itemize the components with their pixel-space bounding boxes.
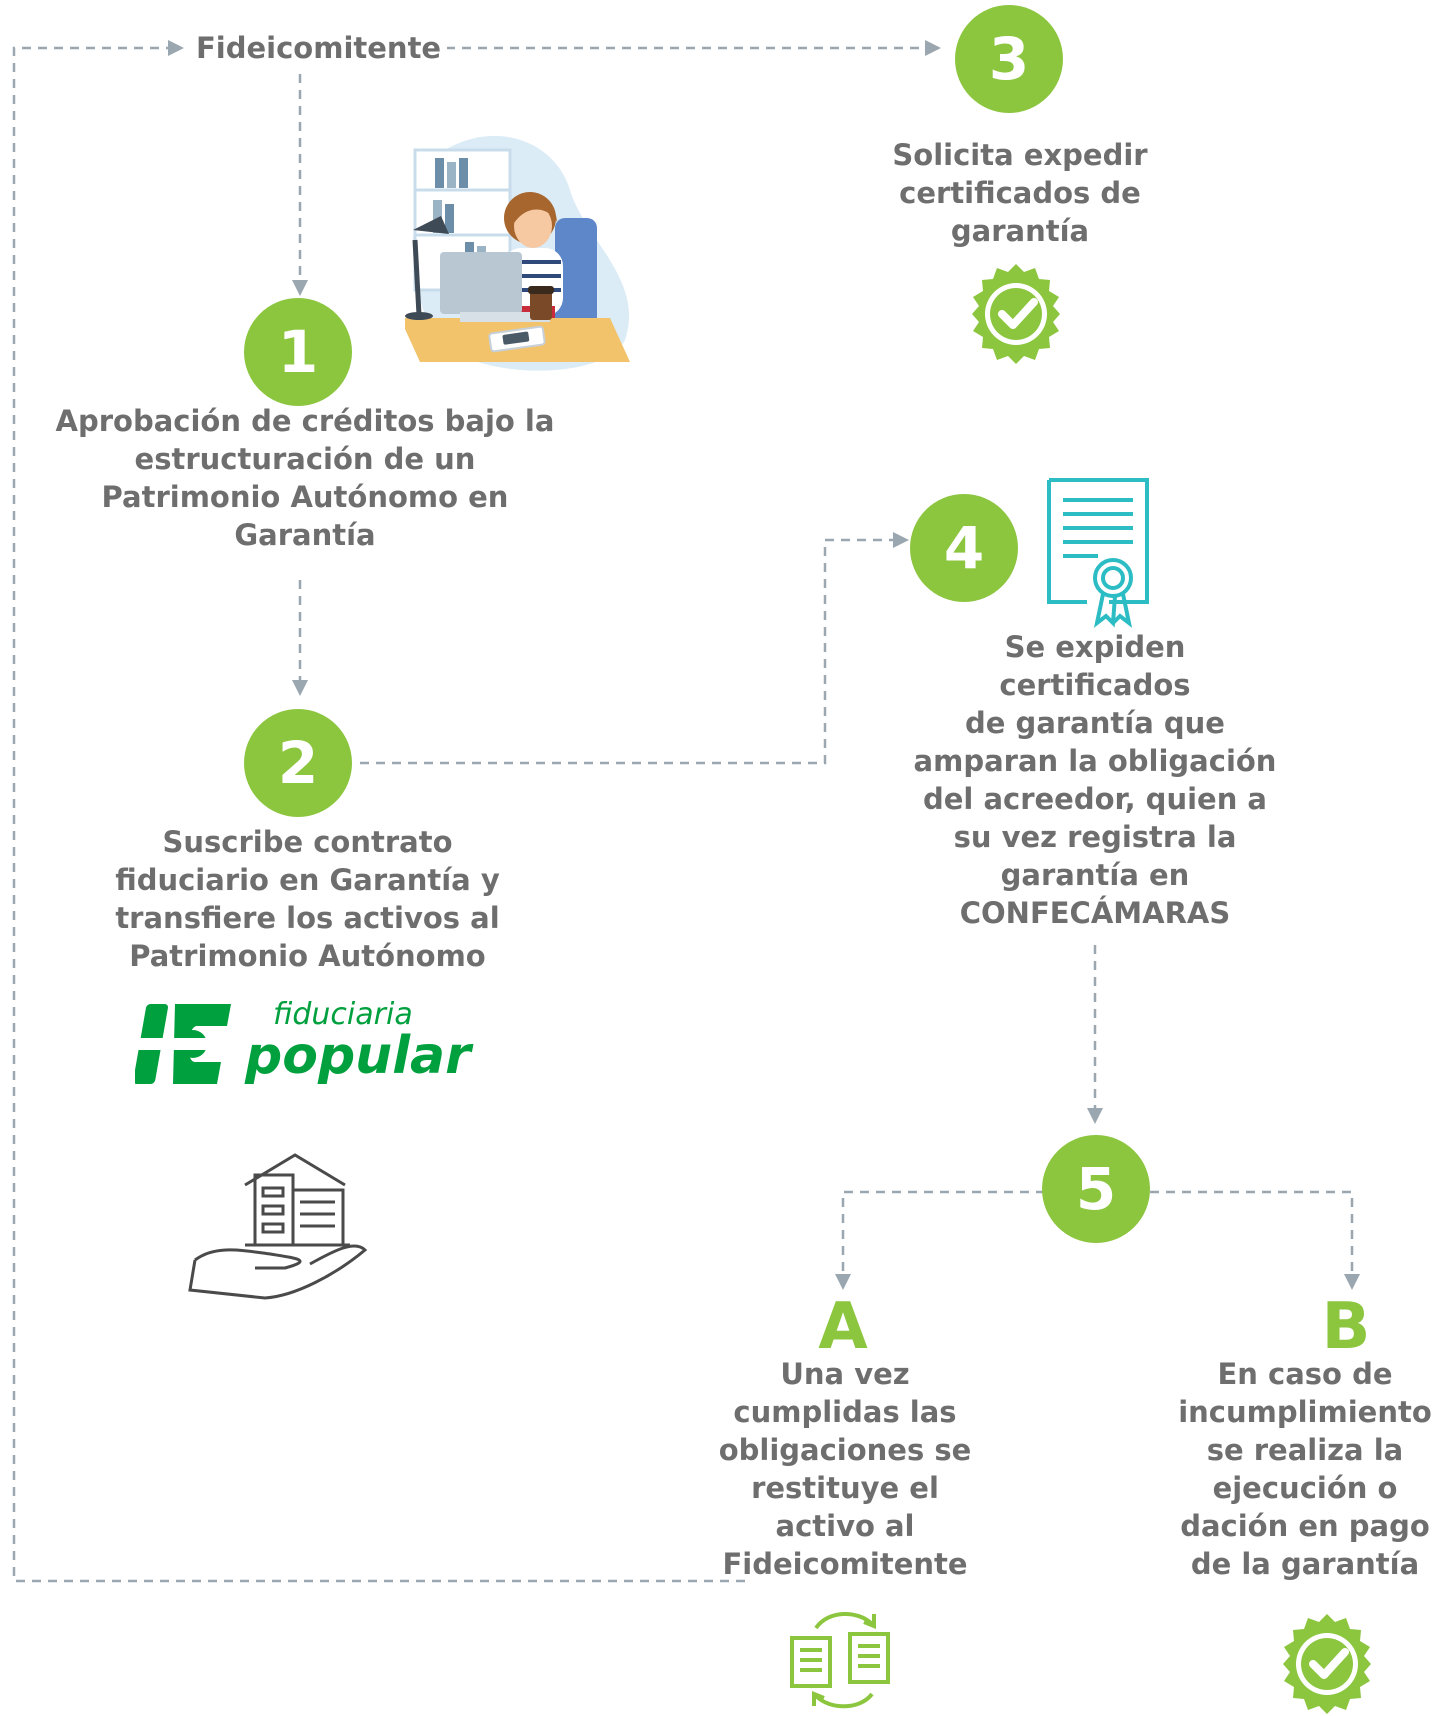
badge-check-icon bbox=[1283, 1614, 1371, 1714]
step-3-badge: 3 bbox=[955, 5, 1063, 113]
step-3-text: Solicita expedir certificados de garantí… bbox=[892, 138, 1148, 248]
step-4-badge: 4 bbox=[910, 494, 1018, 602]
step-5-badge: 5 bbox=[1042, 1135, 1150, 1243]
step-1-text: Aprobación de créditos bajo la estructur… bbox=[55, 404, 555, 552]
hand-house-icon bbox=[188, 1153, 368, 1300]
document-exchange-icon bbox=[790, 1611, 890, 1709]
fideicomitente-label: Fideicomitente bbox=[190, 31, 448, 65]
certificate-icon bbox=[1047, 478, 1149, 628]
outcome-a-letter: A bbox=[818, 1290, 868, 1364]
step-4-text: Se expiden certificados de garantía que … bbox=[913, 630, 1277, 930]
step-2-badge: 2 bbox=[244, 709, 352, 817]
woman-at-laptop-illustration bbox=[405, 135, 630, 371]
logo-line2: popular bbox=[245, 1026, 471, 1086]
fiduciaria-popular-logo: fiduciaria popular bbox=[135, 997, 471, 1088]
outcome-b-letter: B bbox=[1321, 1290, 1371, 1364]
logo-line1: fiduciaria bbox=[273, 997, 413, 1032]
outcome-a-text: Una vez cumplidas las obligaciones se re… bbox=[718, 1357, 972, 1581]
step-2-text: Suscribe contrato fiduciario en Garantía… bbox=[115, 825, 500, 973]
step-1-badge: 1 bbox=[244, 298, 352, 406]
outcome-b-text: En caso de incumplimiento se realiza la … bbox=[1178, 1357, 1432, 1581]
badge-check-icon bbox=[972, 264, 1060, 364]
fiduciaria-popular-mark-icon bbox=[135, 1004, 231, 1084]
